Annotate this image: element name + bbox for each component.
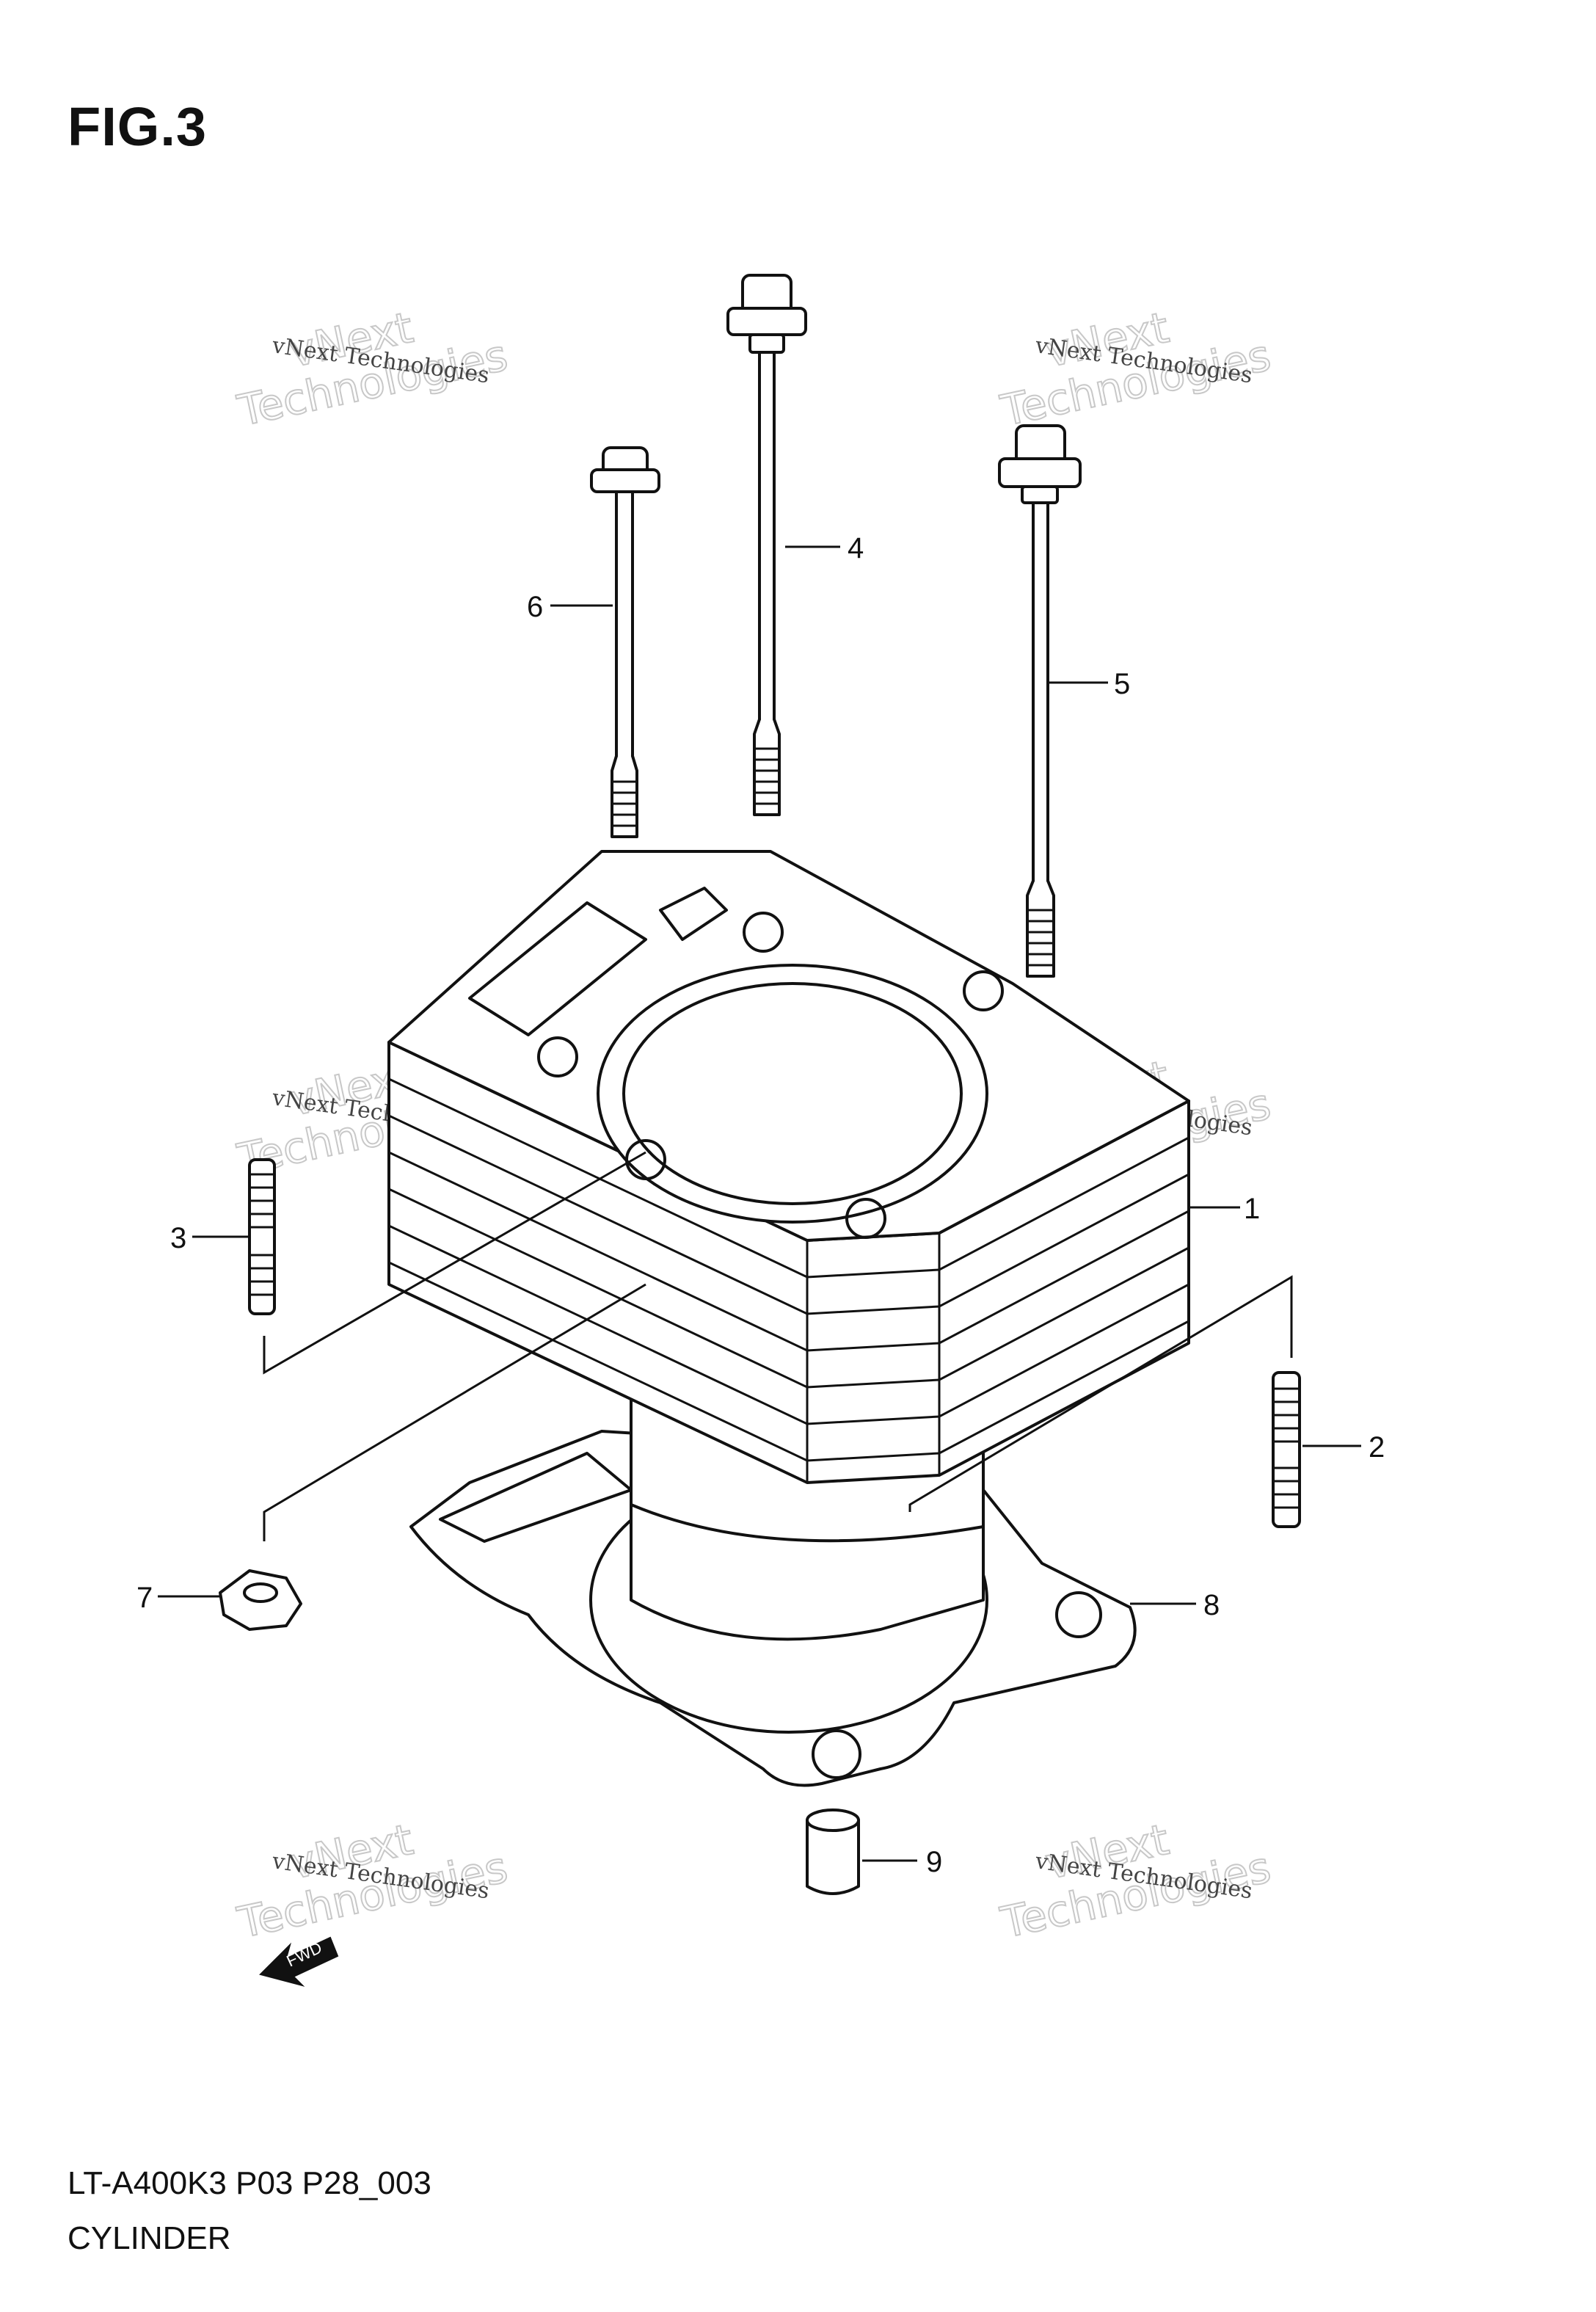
cylinder-part-1	[387, 850, 1190, 1641]
callout-5: 5	[1114, 668, 1130, 700]
callout-6: 6	[527, 591, 543, 623]
stud-part-2	[908, 1275, 1301, 1528]
bolt-part-6	[590, 446, 660, 838]
watermark-top-right: Technologies vNext vNext Technologies	[996, 302, 1276, 437]
bolt-part-4	[726, 274, 807, 816]
callout-2: 2	[1369, 1431, 1385, 1464]
watermark-top-left: Technologies vNext vNext Technologies	[233, 302, 513, 437]
watermark-bottom-left: Technologies vNext vNext Technologies	[233, 1814, 513, 1949]
forward-arrow-icon: FWD	[259, 1936, 339, 1987]
callout-3: 3	[170, 1222, 186, 1254]
watermark-bottom-right: Technologies vNext vNext Technologies	[996, 1814, 1276, 1949]
diagram-code: LT-A400K3 P03 P28_003	[68, 2165, 431, 2201]
bolt-part-5	[998, 424, 1082, 978]
callout-9: 9	[926, 1846, 942, 1878]
callout-4: 4	[848, 532, 864, 564]
nut-part-7	[219, 1283, 646, 1631]
callout-7: 7	[136, 1582, 153, 1614]
callout-8: 8	[1203, 1589, 1220, 1621]
diagram-caption: CYLINDER	[68, 2220, 231, 2256]
stud-part-3	[248, 1151, 646, 1375]
figure-title: FIG.3	[68, 96, 208, 157]
callout-1: 1	[1244, 1193, 1260, 1225]
dowel-part-9	[806, 1808, 860, 1895]
callout-leaders	[158, 545, 1361, 1862]
